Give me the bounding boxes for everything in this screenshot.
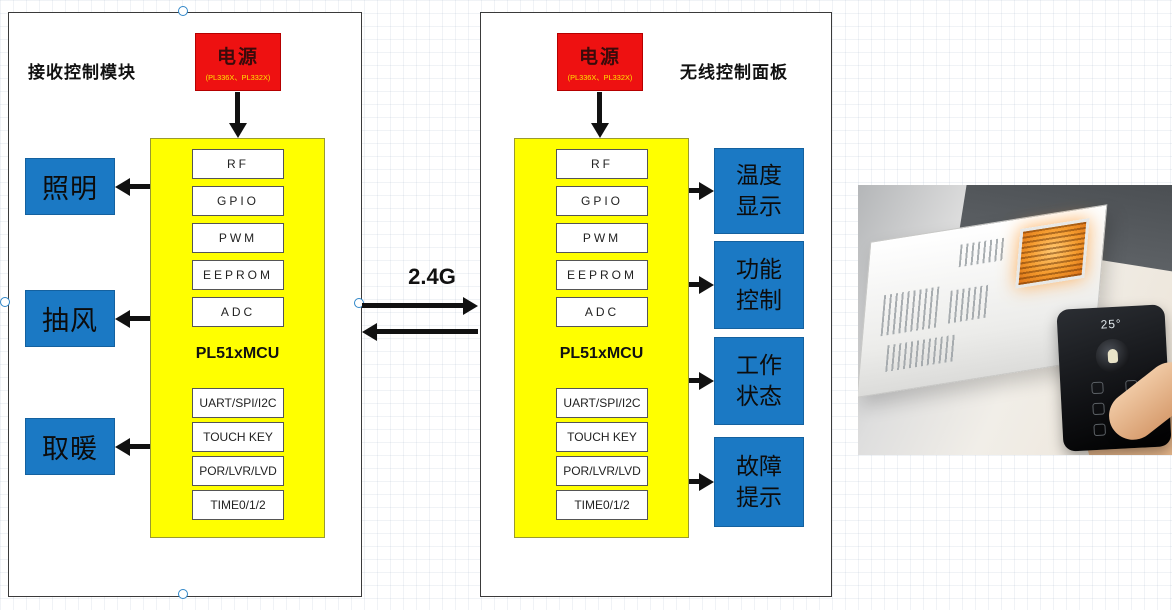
connection-handle-bottom [178,589,188,599]
photo-vent [885,334,957,373]
photo-heater-glow [1015,218,1090,289]
mcu-chip: RF [556,149,648,179]
mcu-chip: EEPROM [192,260,284,290]
right-module-title: 无线控制面板 [680,63,788,82]
mcu-chip: ADC [192,297,284,327]
left-mcu-block: RF GPIO PWM EEPROM ADC PL51xMCU UART/SPI… [150,138,325,538]
arrow-right-power-to-mcu [590,92,609,138]
mcu-chip: RF [192,149,284,179]
arrow-mcu-to-lighting [115,177,150,196]
mcu-chip: POR/LVR/LVD [556,456,648,486]
output-block-lighting: 照明 [25,158,115,215]
mcu-chip: PWM [556,223,648,253]
right-mcu-block: RF GPIO PWM EEPROM ADC PL51xMCU UART/SPI… [514,138,689,538]
arrow-mcu-to-func-control [689,275,714,294]
left-mcu-label: PL51xMCU [195,345,280,362]
arrow-left-power-to-mcu [228,92,247,138]
output-block-temp-display: 温度显示 [714,148,804,234]
left-power-sub: (PL336X、PL332X) [205,73,271,82]
arrow-link-right [362,296,478,315]
right-mcu-label: PL51xMCU [559,345,644,362]
right-power-label: 电源 [578,47,621,68]
mcu-chip: GPIO [556,186,648,216]
photo-vent [880,286,940,337]
mcu-chip: TIME0/1/2 [192,490,284,520]
left-power-label: 电源 [216,47,259,68]
arrow-mcu-to-fault-indicate [689,472,714,491]
mcu-chip: TOUCH KEY [556,422,648,452]
mcu-chip: TIME0/1/2 [556,490,648,520]
photo-vent [947,284,991,324]
mcu-chip: UART/SPI/I2C [192,388,284,418]
left-power-block: 电源 (PL336X、PL332X) [195,33,281,91]
output-block-func-control: 功能控制 [714,241,804,329]
wireless-link-label: 2.4G [408,264,456,289]
output-block-exhaust: 抽风 [25,290,115,347]
connection-handle-top [178,6,188,16]
right-power-block: 电源 (PL336X、PL332X) [557,33,643,91]
arrow-mcu-to-temp-display [689,181,714,200]
photo-panel-temp: 25° [1100,316,1123,332]
mcu-chip: TOUCH KEY [192,422,284,452]
mcu-chip: POR/LVR/LVD [192,456,284,486]
mcu-chip: UART/SPI/I2C [556,388,648,418]
mcu-chip: GPIO [192,186,284,216]
product-photo: 25° [858,185,1172,455]
arrow-mcu-to-work-status [689,371,714,390]
left-module-title: 接收控制模块 [28,63,136,82]
lightbulb-icon [1094,338,1131,374]
mcu-chip: PWM [192,223,284,253]
arrow-mcu-to-heating [115,437,150,456]
right-power-sub: (PL336X、PL332X) [567,73,633,82]
mcu-chip: ADC [556,297,648,327]
output-block-fault-indicate: 故障提示 [714,437,804,527]
photo-vent [958,237,1007,268]
output-block-work-status: 工作状态 [714,337,804,425]
connection-handle-left [0,297,10,307]
output-block-heating: 取暖 [25,418,115,475]
mcu-chip: EEPROM [556,260,648,290]
arrow-link-left [362,322,478,341]
arrow-mcu-to-exhaust [115,309,150,328]
